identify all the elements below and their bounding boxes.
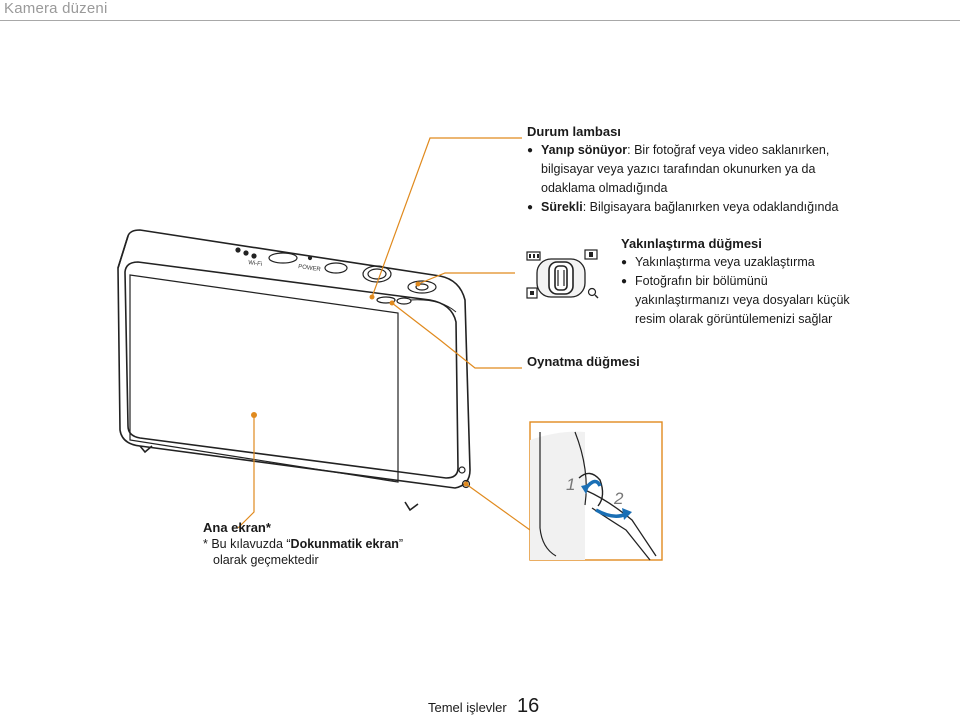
zoom-out-frame-icon [526, 287, 538, 299]
main-screen-note-suffix: ” [398, 537, 404, 551]
top-controls [235, 247, 437, 305]
main-screen-callout: Ana ekran* * Bu kılavuzda “Dokunmatik ek… [203, 520, 503, 568]
status-lamp-callout: Durum lambası Yanıp sönüyor: Bir fotoğra… [527, 122, 947, 217]
status-lamp-item-1: Yanıp sönüyor: Bir fotoğraf veya video s… [527, 141, 947, 160]
zoom-button-callout: Yakınlaştırma düğmesi Yakınlaştırma veya… [621, 234, 921, 329]
status-lamp-term-2: Sürekli [541, 200, 583, 214]
magnifier-icon [587, 287, 597, 297]
zoom-button-title: Yakınlaştırma düğmesi [621, 236, 762, 251]
callout-lines [237, 137, 531, 531]
main-screen-note-line2: olarak geçmektedir [213, 553, 319, 567]
main-screen-note: * Bu kılavuzda “Dokunmatik ekran” [203, 536, 503, 552]
strap-step-1: 1 [566, 475, 575, 494]
footer-page-number: 16 [517, 695, 540, 717]
page-header-title: Kamera düzeni [4, 0, 108, 17]
callout-dots [251, 281, 469, 487]
zoom-item-2-cont-b: resim olarak görüntülemenizi sağlar [635, 312, 833, 326]
status-lamp-text-2: : Bilgisayara bağlanırken veya odaklandı… [582, 200, 839, 214]
zoom-item-2: Fotoğrafın bir bölümünü [621, 272, 921, 291]
power-label: POWER [298, 264, 322, 273]
strap-lug [458, 466, 471, 489]
status-lamp-term-1: Yanıp sönüyor [541, 143, 628, 157]
status-lamp-text-1: : Bir fotoğraf veya video saklanırken, [627, 143, 830, 157]
playback-button-title: Oynatma düğmesi [527, 354, 640, 369]
main-screen-note-prefix: * Bu kılavuzda “ [203, 537, 291, 551]
zoom-in-frame-icon [584, 249, 598, 260]
status-lamp-cont-1b: odaklama olmadığında [541, 181, 668, 195]
zoom-item-1: Yakınlaştırma veya uzaklaştırma [621, 253, 921, 272]
main-screen-note-bold: Dokunmatik ekran [290, 537, 399, 551]
footer-section-label: Temel işlevler [428, 700, 507, 715]
main-screen-title: Ana ekran* [203, 520, 271, 535]
status-lamp-item-2: Sürekli: Bilgisayara bağlanırken veya od… [527, 198, 947, 217]
camera-body [117, 229, 471, 512]
status-lamp-title: Durum lambası [527, 124, 621, 139]
header-divider [0, 20, 960, 21]
strap-inset: 1 2 [529, 421, 663, 561]
zoom-detail [526, 249, 599, 299]
status-lamp-cont-1a: bilgisayar veya yazıcı tarafından okunur… [541, 162, 816, 176]
thumbnail-icon [526, 251, 541, 261]
strap-step-2: 2 [613, 489, 624, 508]
wifi-label: Wi-Fi [248, 260, 263, 268]
playback-button-callout: Oynatma düğmesi [527, 352, 640, 371]
zoom-item-2-cont-a: yakınlaştırmanızı veya dosyaları küçük [635, 293, 850, 307]
